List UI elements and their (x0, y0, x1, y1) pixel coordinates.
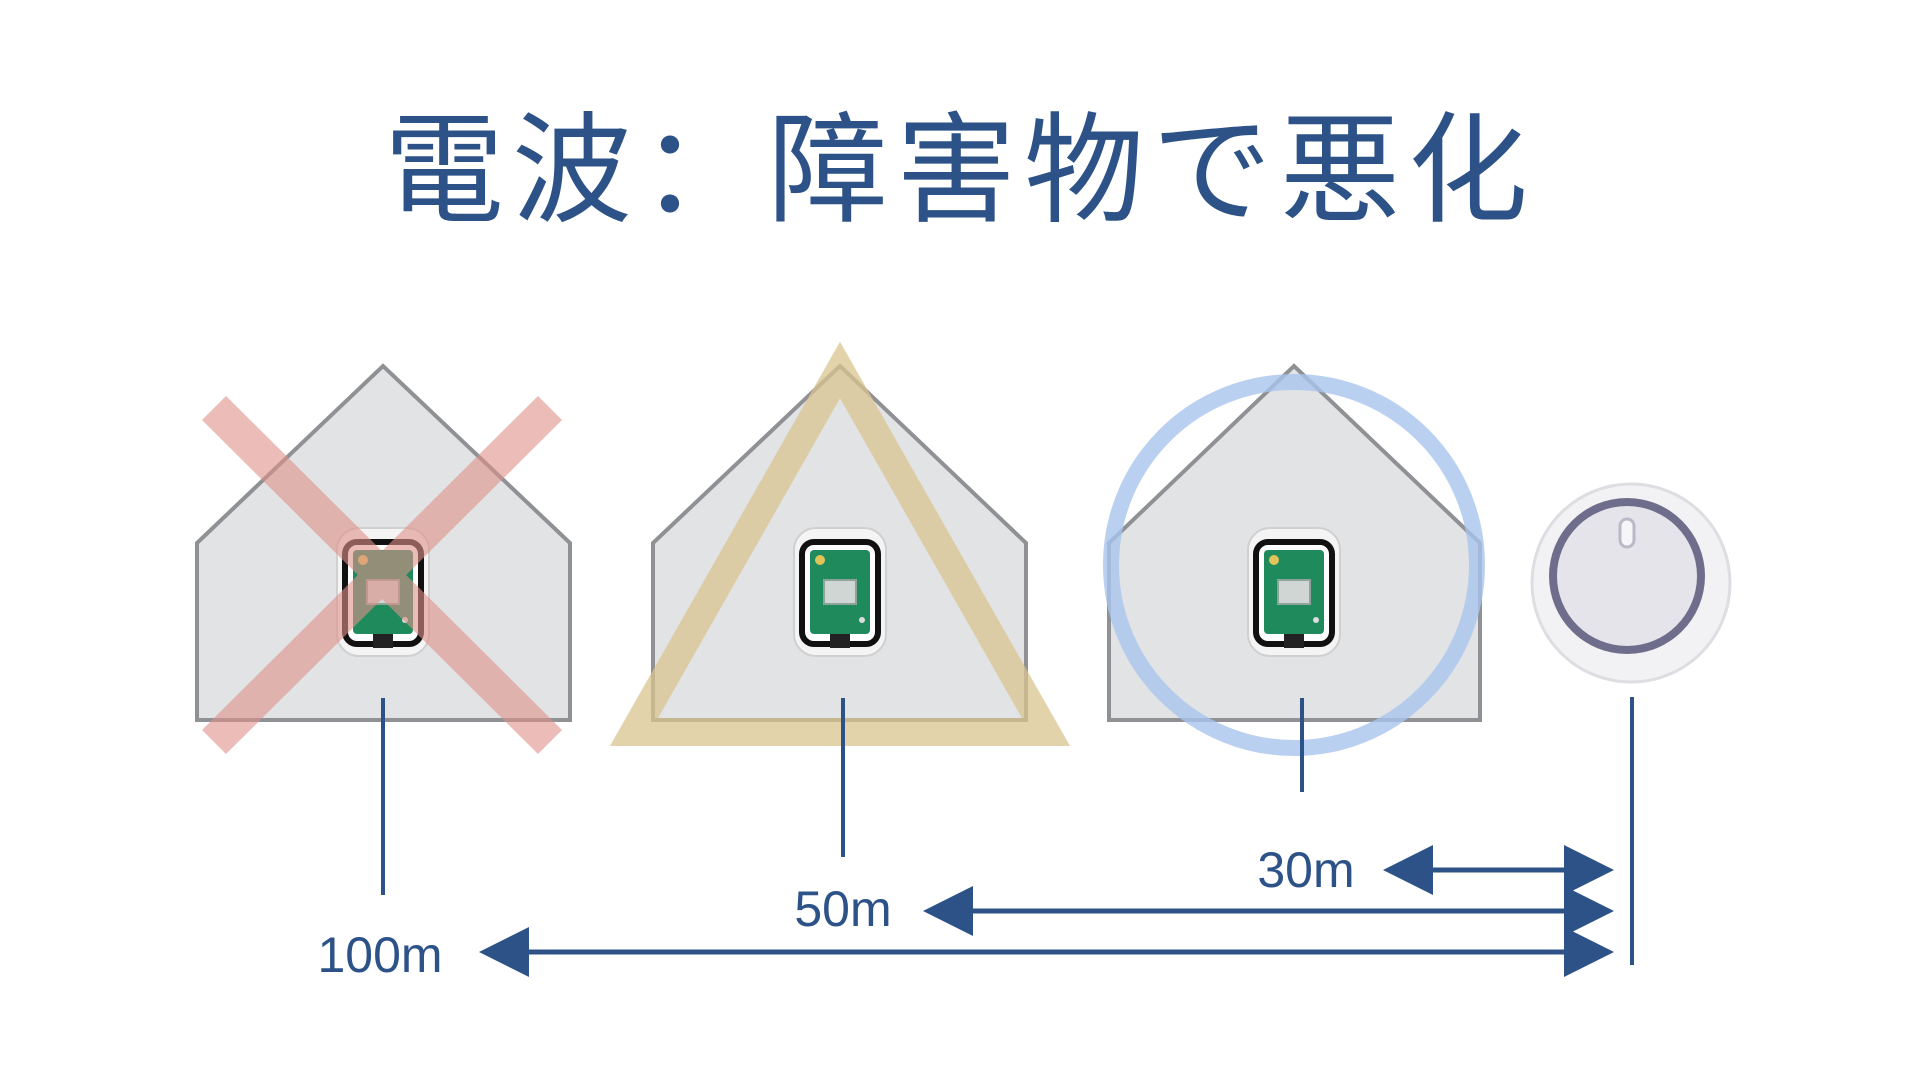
distance-label-30m: 30m (1257, 842, 1354, 898)
distance-label-100m: 100m (317, 927, 442, 983)
page-title: 電波：障害物で悪化 (384, 102, 1536, 241)
house-near (1109, 366, 1480, 792)
gateway-device (1532, 484, 1730, 965)
house-mid (634, 366, 1046, 857)
house-far (197, 366, 570, 895)
distance-label-50m: 50m (794, 881, 891, 937)
sensor-device-mid (794, 528, 886, 656)
sensor-device-near (1248, 528, 1340, 656)
